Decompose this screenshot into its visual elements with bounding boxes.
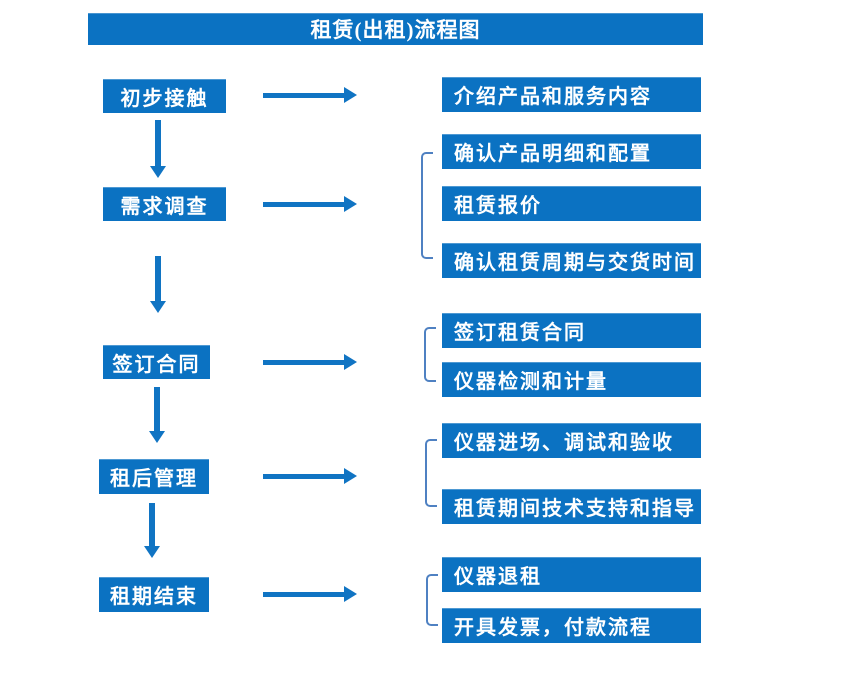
arrow-head <box>344 468 357 484</box>
detail-box-technical-support: 租赁期间技术支持和指导 <box>442 489 701 524</box>
detail-box-invoice-payment: 开具发票，付款流程 <box>442 608 701 643</box>
group-bracket-sign-contract <box>424 327 436 382</box>
detail-box-confirm-product-config: 确认产品明细和配置 <box>442 134 701 169</box>
arrow-shaft <box>263 202 344 207</box>
detail-box-instrument-return: 仪器退租 <box>442 557 701 592</box>
group-bracket-post-rental <box>425 439 437 507</box>
arrow-shaft <box>263 93 344 98</box>
group-bracket-lease-end <box>426 574 438 626</box>
down-arrow-4-icon <box>144 503 160 558</box>
right-arrow-4-icon <box>263 468 357 484</box>
arrow-head <box>144 546 160 558</box>
down-arrow-3-icon <box>149 387 165 443</box>
arrow-head <box>150 166 166 178</box>
right-arrow-2-icon <box>263 196 357 212</box>
stage-box-sign-contract: 签订合同 <box>103 345 210 379</box>
arrow-head <box>150 301 166 313</box>
arrow-head <box>344 354 357 370</box>
stage-box-initial-contact: 初步接触 <box>103 79 226 113</box>
down-arrow-2-icon <box>150 256 166 313</box>
stage-box-lease-end: 租期结束 <box>99 577 209 612</box>
down-arrow-1-icon <box>150 120 166 178</box>
arrow-shaft <box>263 360 344 365</box>
arrow-shaft <box>155 256 161 302</box>
detail-box-instrument-acceptance: 仪器进场、调试和验收 <box>442 423 701 458</box>
detail-box-rental-quote: 租赁报价 <box>442 186 701 221</box>
right-arrow-3-icon <box>263 354 357 370</box>
arrow-shaft <box>263 474 344 479</box>
arrow-head <box>344 196 357 212</box>
arrow-head <box>344 87 357 103</box>
detail-box-confirm-period-delivery: 确认租赁周期与交货时间 <box>442 243 701 278</box>
arrow-shaft <box>149 503 155 547</box>
stage-box-demand-survey: 需求调查 <box>103 187 226 221</box>
arrow-shaft <box>263 592 344 597</box>
arrow-shaft <box>155 120 161 167</box>
arrow-head <box>149 431 165 443</box>
detail-box-sign-rental-contract: 签订租赁合同 <box>442 313 701 348</box>
group-bracket-demand-survey <box>421 152 433 259</box>
right-arrow-5-icon <box>263 586 357 602</box>
arrow-head <box>344 586 357 602</box>
right-arrow-1-icon <box>263 87 357 103</box>
stage-box-post-rental-management: 租后管理 <box>99 459 209 494</box>
flowchart-title: 租赁(出租)流程图 <box>88 13 703 45</box>
detail-box-introduce-products: 介绍产品和服务内容 <box>442 77 701 112</box>
arrow-shaft <box>154 387 160 432</box>
detail-box-instrument-calibration: 仪器检测和计量 <box>442 362 701 397</box>
